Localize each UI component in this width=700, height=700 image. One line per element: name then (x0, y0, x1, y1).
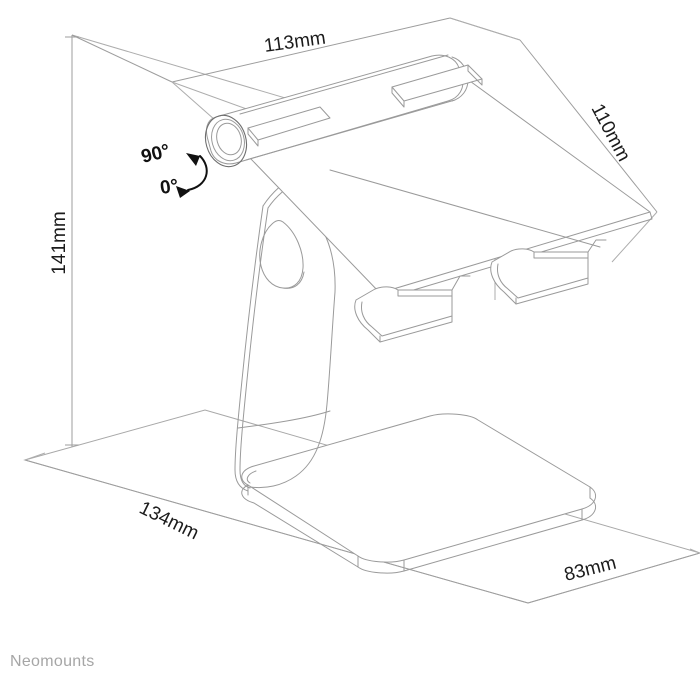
stand-base-plate (241, 413, 597, 574)
top-lip-tabs (247, 64, 483, 147)
dimension-width-83 (527, 548, 700, 604)
angle-label-90deg: 90° (139, 141, 172, 168)
dimension-label-83mm: 83mm (562, 553, 618, 586)
dimension-length-134 (24, 452, 529, 604)
dimension-label-141mm: 141mm (49, 211, 70, 274)
dimension-text-134mm: 134mm (136, 498, 202, 545)
tilt-angle-indicator (176, 153, 208, 198)
dimension-depth-110 (449, 17, 658, 263)
dimension-label-134mm: 134mm (136, 498, 202, 545)
dimension-text-83mm: 83mm (562, 553, 618, 586)
dimension-text-141mm: 141mm (49, 211, 70, 274)
dimension-label-113mm: 113mm (263, 28, 327, 57)
angle-label-0deg: 0° (159, 176, 180, 199)
bottom-hook-ledges (354, 239, 607, 343)
dimension-text-113mm: 113mm (263, 28, 327, 57)
brand-logo-text: Neomounts (10, 653, 95, 670)
